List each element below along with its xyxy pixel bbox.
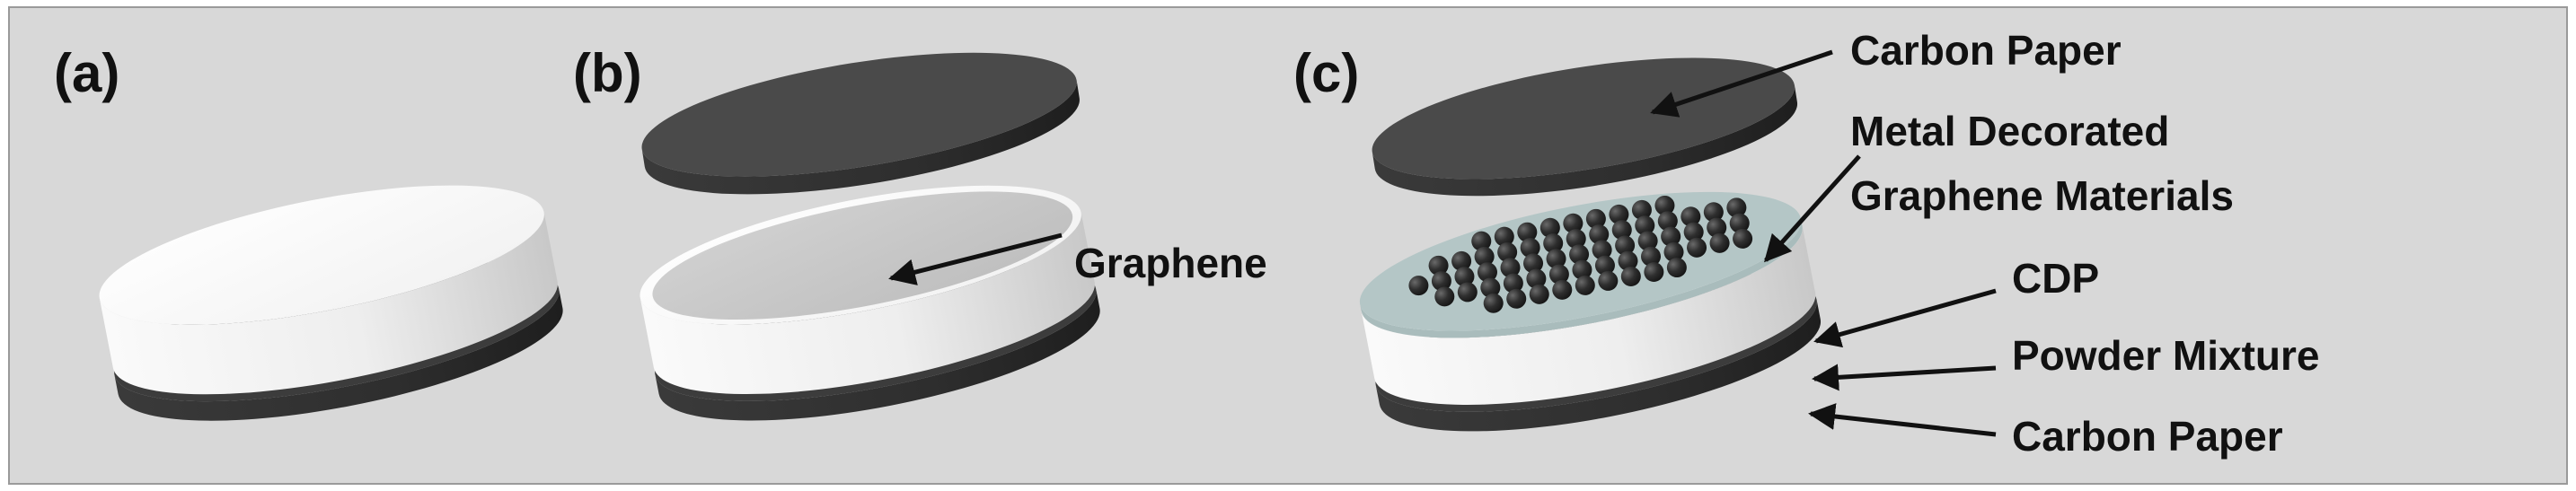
metal-particle [1474,246,1495,267]
label-powder-mixture: Powder Mixture [2012,332,2320,379]
metal-particle [1575,275,1595,295]
panel-label-a: (a) [54,43,119,103]
metal-particle [1703,202,1724,223]
carbon-paper-top-b [641,52,1080,195]
metal-particle [1494,226,1514,247]
metal-particle [1529,284,1549,304]
arrow-metal-decorated [1763,154,1861,263]
label-cdp: CDP [2012,255,2099,302]
panel-label-c: (c) [1293,43,1359,103]
arrow-cdp [1813,288,1997,348]
metal-particle [1709,232,1730,253]
metal-particle [1434,286,1455,307]
metal-particle [1618,250,1638,271]
panel-c-stack [1359,191,1822,432]
metal-particle [1657,211,1678,232]
arrow-graphene [888,232,1063,285]
metal-particle [1631,199,1652,220]
metal-particles [1408,195,1753,313]
arrow-carbon-paper-bottom [1808,403,1997,437]
metal-particle [1546,249,1566,269]
panel-b-stack [640,185,1100,421]
metal-particle [1503,273,1523,294]
metal-particle [1615,235,1636,256]
metal-particle [1594,255,1615,276]
metal-particle [1431,271,1451,292]
metal-particle [1663,241,1684,262]
metal-particle [1733,228,1753,249]
metal-particle [1539,217,1560,238]
metal-particle [1572,259,1592,280]
metal-particle [1552,279,1573,300]
metal-particle [1471,231,1492,251]
arrow-powder-mixture [1812,364,1997,391]
metal-particle [1520,237,1540,258]
metal-particle [1654,195,1675,215]
metal-particle [1666,258,1687,278]
metal-particle [1506,288,1527,309]
label-metal-decorated-line1: Metal Decorated [1850,108,2169,154]
panel-a-stack [99,185,563,421]
metal-particle [1635,215,1655,236]
metal-particle [1497,241,1518,262]
metal-particle [1726,197,1747,218]
metal-particle [1428,255,1449,276]
metal-particle [1609,204,1629,224]
powder-mixture-a [99,185,558,395]
metal-particle [1687,237,1707,258]
metal-particle [1523,253,1544,274]
metal-particle [1543,233,1564,254]
label-carbon-paper-bottom: Carbon Paper [2012,413,2283,460]
metal-particle [1500,258,1521,278]
metal-particle [1480,277,1501,298]
metal-particle [1683,222,1704,242]
arrow-carbon-paper-top [1650,49,1833,118]
metal-particle [1611,220,1632,241]
metal-particle [1681,206,1701,227]
metal-particle [1585,208,1606,229]
metal-particle [1563,213,1584,233]
metal-particle [1729,213,1750,233]
metal-particle [1589,224,1610,245]
metal-particle [1408,276,1429,296]
metal-particle [1526,268,1547,289]
metal-particle [1598,270,1619,291]
label-carbon-paper-top: Carbon Paper [1850,27,2122,74]
metal-particle [1661,226,1681,247]
panel-label-b: (b) [573,43,642,103]
metal-particle [1483,293,1504,313]
metal-particle [1517,222,1538,242]
metal-particle [1640,246,1661,267]
metal-particle [1477,262,1497,283]
label-graphene: Graphene [1074,240,1267,286]
metal-particle [1707,217,1727,238]
metal-particle [1637,231,1658,251]
carbon-paper-top-c [1372,57,1798,197]
label-metal-decorated-line2: Graphene Materials [1850,172,2234,219]
metal-particle [1569,244,1590,265]
metal-particle [1620,266,1641,286]
metal-particle [1644,262,1664,283]
metal-particle [1548,264,1569,285]
metal-particle [1451,250,1472,271]
metal-particle [1457,282,1478,302]
metal-particle [1454,267,1475,287]
graphene-layer-b [652,191,1073,320]
metal-particle [1566,229,1586,250]
metal-particle [1592,240,1612,260]
